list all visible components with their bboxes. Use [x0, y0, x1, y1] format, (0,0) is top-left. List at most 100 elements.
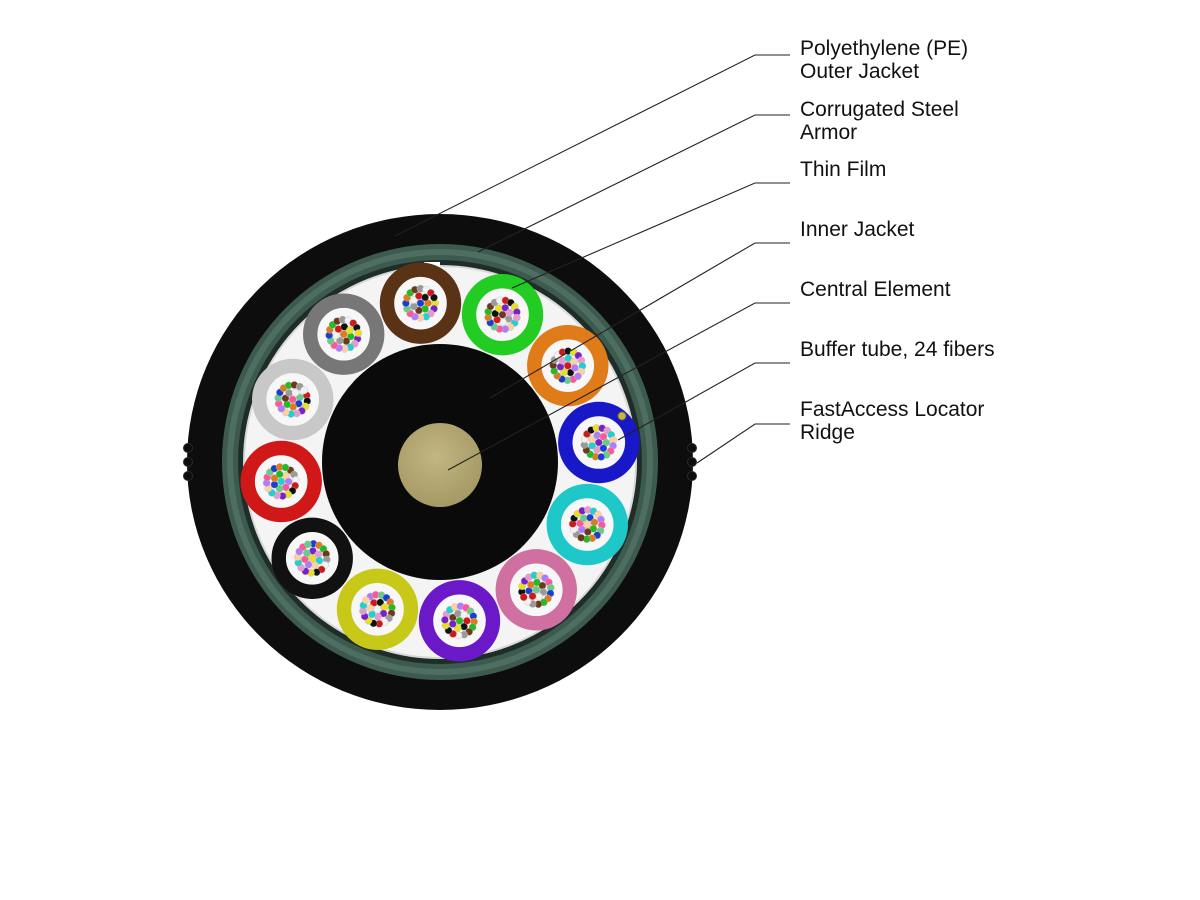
optical-fiber: [342, 337, 351, 345]
buffer-tube: [271, 517, 353, 599]
optical-fiber: [304, 540, 312, 549]
optical-fiber: [410, 302, 418, 311]
optical-fiber: [448, 620, 457, 628]
buffer-tube: [379, 262, 462, 344]
optical-fiber: [593, 431, 602, 440]
cable-cross-section: [183, 214, 697, 710]
buffer-tube: [461, 274, 544, 356]
optical-fiber: [597, 453, 605, 461]
optical-fiber: [538, 581, 547, 590]
optical-fiber: [590, 518, 599, 527]
leader-line-inner-jacket: [489, 242, 790, 399]
locator-ridge-left: [183, 443, 193, 481]
optical-fiber: [281, 463, 290, 472]
optical-fiber: [354, 329, 363, 337]
optical-fiber: [315, 556, 324, 565]
leader-line-buffer-tube: [617, 362, 790, 441]
optical-fiber: [430, 293, 438, 302]
optical-fiber: [336, 336, 344, 345]
optical-fiber: [586, 513, 594, 522]
buffer-tubes: [240, 262, 640, 662]
leader-lines: [394, 54, 790, 471]
label-thin-film: Thin Film: [800, 158, 886, 181]
label-locator-ridge: FastAccess Locator Ridge: [800, 398, 990, 444]
optical-fiber: [362, 596, 370, 605]
buffer-tube: [303, 293, 385, 375]
leader-line-central-element: [447, 302, 790, 471]
optical-fiber: [583, 520, 592, 529]
leader-line-locator-ridge: [696, 423, 790, 464]
optical-fiber: [588, 435, 596, 444]
label-central-element: Central Element: [800, 278, 951, 301]
locator-ridge-right: [687, 443, 697, 481]
optical-fiber: [415, 292, 423, 300]
optical-fiber: [277, 477, 285, 486]
optical-fiber: [498, 310, 507, 319]
label-outer-jacket: Polyethylene (PE) Outer Jacket: [800, 37, 974, 83]
leader-line-armor: [477, 114, 790, 253]
optical-fiber: [373, 605, 382, 614]
optical-fiber: [570, 357, 578, 366]
optical-fiber: [303, 549, 311, 557]
label-armor: Corrugated Steel Armor: [800, 98, 965, 144]
optical-fiber: [528, 592, 537, 600]
optical-fiber: [583, 528, 592, 536]
optical-fiber: [270, 480, 279, 489]
optical-fiber: [505, 308, 514, 317]
optical-fiber: [300, 386, 308, 395]
buffer-tube: [527, 325, 609, 407]
optical-fiber: [421, 293, 429, 302]
optical-fiber: [285, 389, 293, 397]
optical-fiber: [340, 323, 349, 331]
optical-fiber: [571, 364, 579, 372]
buffer-tube: [495, 549, 577, 631]
optical-fiber: [513, 313, 521, 322]
locator-marker: [617, 411, 627, 421]
label-inner-jacket: Inner Jacket: [800, 218, 915, 241]
optical-fiber: [454, 609, 462, 618]
optical-fiber: [491, 309, 500, 318]
buffer-tube: [336, 568, 419, 650]
optical-fiber: [366, 604, 374, 612]
buffer-tube: [546, 483, 628, 566]
buffer-tube: [558, 401, 640, 484]
optical-fiber: [599, 444, 608, 453]
optical-fiber: [577, 533, 585, 542]
buffer-tube: [240, 440, 322, 523]
optical-fiber: [275, 484, 284, 493]
optical-fiber: [579, 514, 588, 522]
label-buffer-tube: Buffer tube, 24 fibers: [800, 338, 995, 361]
optical-fiber: [339, 330, 348, 339]
optical-fiber: [304, 560, 313, 569]
optical-fiber: [380, 603, 389, 611]
optical-fiber: [308, 554, 317, 563]
optical-fiber: [501, 304, 510, 312]
optical-fiber: [410, 296, 418, 304]
optical-fiber: [453, 624, 462, 632]
optical-fiber: [532, 585, 541, 594]
optical-fiber: [519, 593, 528, 602]
optical-fiber: [595, 438, 603, 447]
optical-fiber: [346, 326, 354, 334]
optical-fiber: [288, 395, 297, 404]
leader-line-thin-film: [511, 182, 790, 289]
optical-fiber: [535, 592, 543, 601]
optical-fiber: [441, 616, 449, 624]
optical-fiber: [455, 617, 464, 625]
central-element: [398, 423, 482, 507]
leader-line-outer-jacket: [394, 54, 790, 237]
callout-labels: Polyethylene (PE) Outer Jacket Corrugate…: [800, 37, 995, 444]
optical-fiber: [416, 299, 425, 307]
optical-fiber: [281, 483, 290, 492]
armor-highlight: [227, 249, 653, 675]
optical-fiber: [275, 470, 284, 479]
buffer-tube: [252, 358, 334, 441]
optical-fiber: [270, 474, 279, 482]
optical-fiber: [574, 372, 582, 381]
optical-fiber: [415, 306, 423, 315]
optical-fiber: [563, 361, 572, 370]
optical-fiber: [560, 368, 568, 376]
buffer-tube: [418, 580, 501, 662]
optical-fiber: [291, 388, 300, 397]
